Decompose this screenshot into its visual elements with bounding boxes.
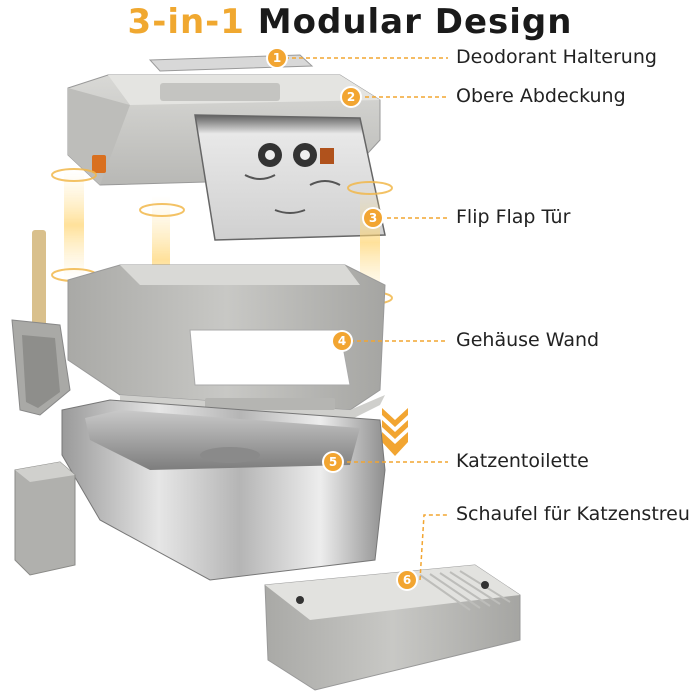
down-chevron-icon: [382, 408, 408, 456]
scoop-holder-part: [14, 461, 76, 576]
callout-3-badge: 3: [364, 209, 382, 227]
page-title: 3-in-1 Modular Design: [0, 2, 700, 42]
litter-tray-part: [61, 399, 386, 581]
callout-5-label: Katzentoilette: [456, 450, 589, 472]
callout-2-label: Obere Abdeckung: [456, 85, 626, 107]
callout-3-label: Flip Flap Tür: [456, 206, 571, 228]
callout-6-badge: 6: [398, 571, 416, 589]
title-accent: 3-in-1: [127, 2, 245, 42]
scoop-part: [11, 230, 71, 416]
housing-wall-part: [67, 264, 386, 420]
callout-1-label: Deodorant Halterung: [456, 46, 657, 68]
callout-4-label: Gehäuse Wand: [456, 329, 600, 351]
flip-flap-door-part: [194, 114, 386, 241]
callout-5-badge: 5: [324, 453, 342, 471]
title-main: Modular Design: [257, 2, 573, 42]
grate-slots: [205, 398, 335, 410]
callout-4-badge: 4: [333, 332, 351, 350]
callout-leader-lines: [285, 57, 448, 581]
litter-mat-part: [264, 564, 521, 691]
callout-6-label: Schaufel für Katzenstreu: [456, 503, 690, 525]
callout-2-badge: 2: [342, 88, 360, 106]
callout-1-badge: 1: [268, 49, 286, 67]
